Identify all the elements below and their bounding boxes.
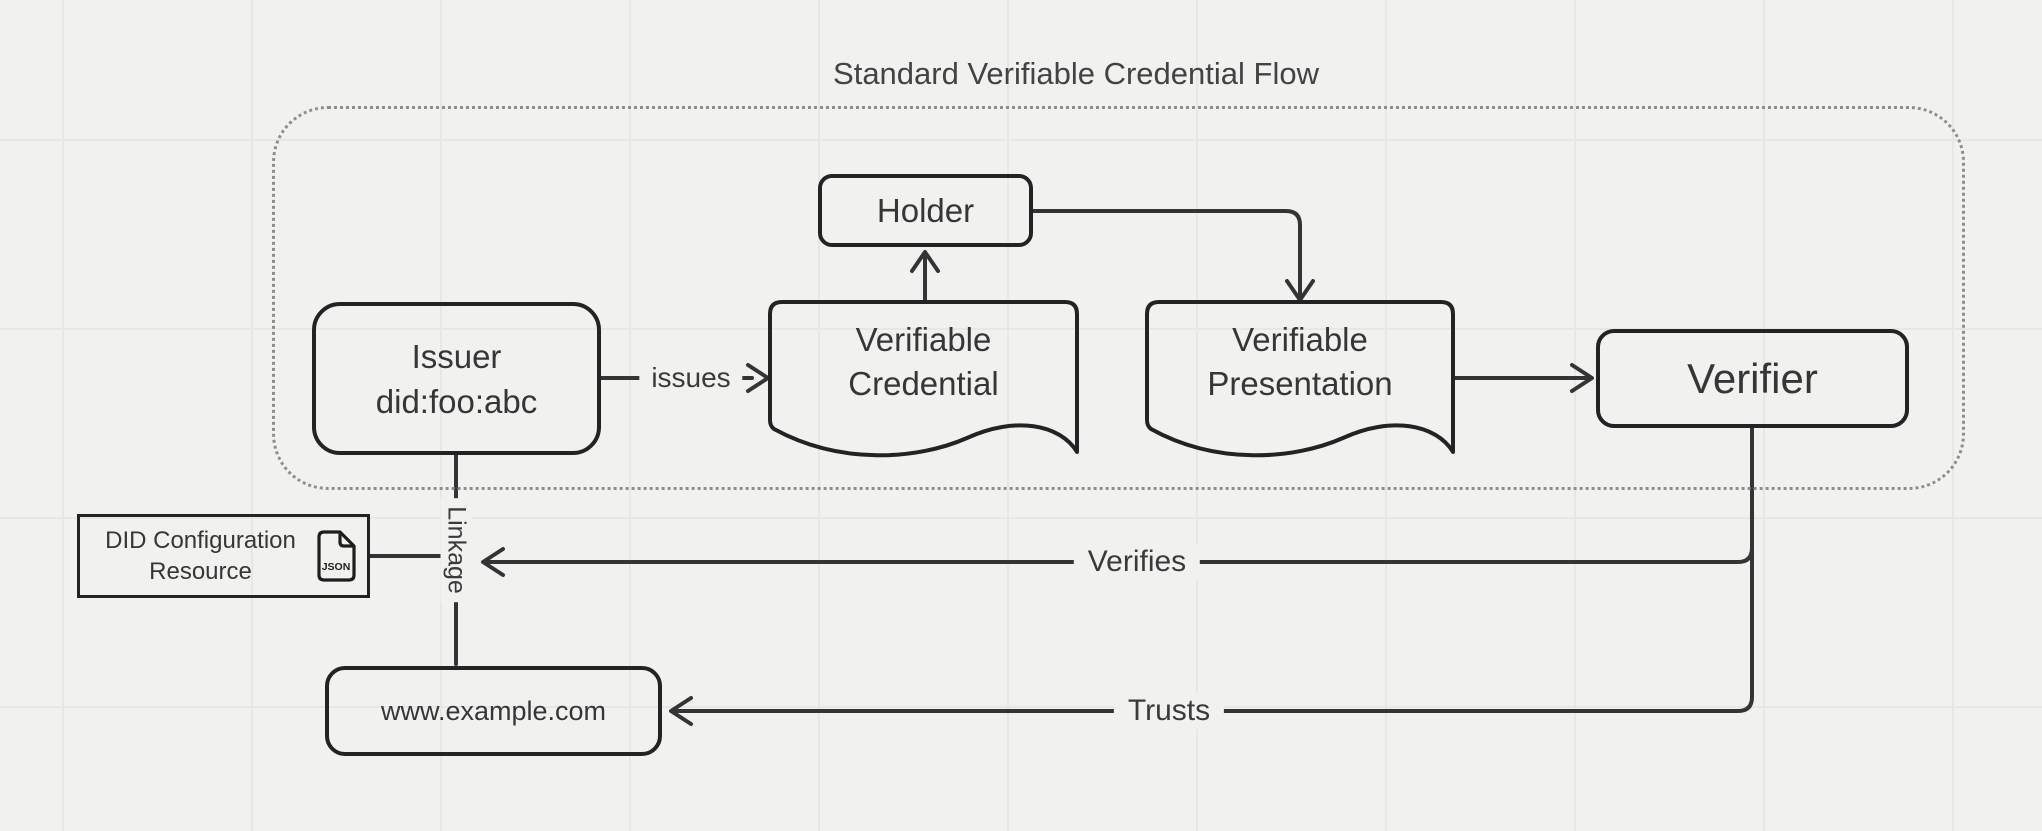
edge-verifier-website-trusts [673, 426, 1754, 713]
node-holder-label: Holder [876, 191, 975, 229]
edge-label-trusts: Trusts [1113, 693, 1225, 729]
presentation-document-shape [1145, 300, 1455, 458]
edge-presentation-verifier-arrowhead [1570, 363, 1594, 393]
node-did-configuration-line1: DID Configuration [105, 527, 296, 554]
node-website-label: www.example.com [380, 695, 607, 726]
node-issuer: Issuer did:foo:abc [312, 302, 601, 455]
edge-label-verifies: Verifies [1073, 544, 1201, 580]
json-file-icon: JSON [317, 530, 356, 582]
node-verifiable-presentation-line1: Verifiable [1232, 321, 1368, 358]
credential-document-shape [768, 300, 1079, 458]
edge-verifier-linkage-verifies [485, 546, 1754, 564]
edge-credential-holder-arrowhead [910, 250, 940, 273]
node-did-configuration-line2: Resource [149, 558, 252, 585]
node-issuer-label-line2: did:foo:abc [375, 382, 538, 420]
node-verifier: Verifier [1596, 329, 1909, 428]
node-did-configuration-resource: DID Configuration Resource JSON [77, 514, 370, 598]
node-website: www.example.com [325, 666, 662, 756]
node-verifiable-presentation-line2: Presentation [1207, 365, 1393, 402]
node-verifiable-credential-line2: Credential [848, 365, 999, 402]
edge-label-issues: issues [639, 361, 743, 395]
node-verifiable-credential: Verifiable Credential [770, 318, 1077, 406]
node-verifier-label: Verifier [1687, 354, 1818, 402]
flow-boundary [272, 106, 1965, 490]
flow-title: Standard Verifiable Credential Flow [833, 56, 1319, 91]
edge-verifier-website-arrowhead [669, 696, 693, 726]
edge-holder-presentation [1031, 209, 1302, 298]
node-verifiable-presentation: Verifiable Presentation [1147, 318, 1453, 406]
json-file-icon-text: JSON [322, 561, 351, 573]
node-did-configuration-label: DID Configuration Resource [80, 525, 315, 587]
node-verifiable-credential-line1: Verifiable [855, 321, 992, 358]
node-issuer-label-line1: Issuer [411, 337, 502, 375]
edge-label-linkage: Linkage [440, 498, 472, 602]
edge-verifier-linkage-arrowhead [481, 547, 505, 577]
node-holder: Holder [818, 174, 1033, 247]
